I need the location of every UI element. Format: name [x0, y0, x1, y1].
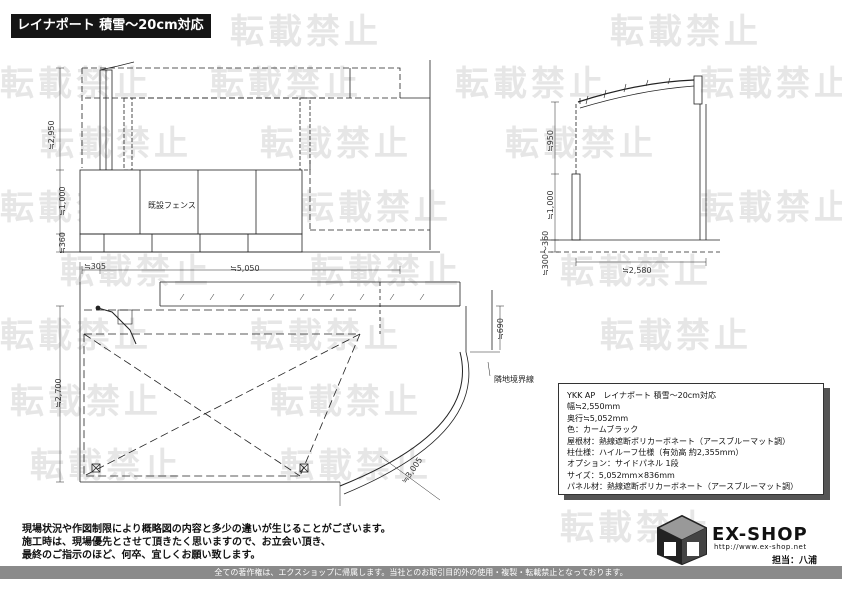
- page-title: レイナポート 積雪～20cm対応: [11, 14, 211, 38]
- spec-line: 屋根材：熱線遮断ポリカーボネート（アースブルーマット調）: [567, 436, 791, 446]
- plan-view: [56, 262, 504, 506]
- notes: 現場状況や作図制限により概略図の内容と多少の違いが生じることがございます。 施工…: [22, 523, 391, 562]
- existing-fence-label: 既設フェンス: [148, 201, 196, 210]
- dim-plan-depth: ≒2,700: [54, 378, 63, 408]
- neighbor-boundary-label: 隣地境界線: [494, 375, 534, 384]
- spec-line: 色：カームブラック: [567, 425, 639, 435]
- copyright-footer: 全ての著作権は、エクスショップに帰属します。当社とのお取引目的外の使用・複製・転…: [0, 566, 842, 579]
- spec-line: パネル材：熱線遮断ポリカーボネート（アースブルーマット調）: [567, 482, 799, 492]
- dim-plan-right-offset: ≒690: [496, 318, 505, 340]
- note-line: 施工時は、現場優先とさせて頂きたく思いますので、お立会い頂き、: [22, 537, 331, 548]
- side-elevation: [540, 75, 720, 266]
- dim-side-lower: ≒300～360: [541, 230, 550, 276]
- dim-fence-height: ≒1,000: [58, 186, 67, 216]
- dim-plan-left-offset: ≒305: [84, 262, 106, 271]
- spec-line: サイズ：5,052mm×836mm: [567, 470, 675, 480]
- ex-shop-logo-icon: [656, 514, 708, 566]
- spec-line: オプション：サイドパネル 1段: [567, 459, 679, 469]
- dim-side-width: ≒2,580: [622, 266, 652, 275]
- spec-line: 奥行≒5,052mm: [567, 413, 629, 423]
- note-line: 現場状況や作図制限により概略図の内容と多少の違いが生じることがございます。: [22, 524, 391, 535]
- dim-side-fence: ≒1,000: [546, 190, 555, 220]
- dim-total-height: ≒2,950: [47, 120, 56, 150]
- logo-url: http://www.ex-shop.net: [714, 543, 807, 551]
- dim-base-height: ≒360: [58, 232, 67, 254]
- staff-label: 担当：八浦: [772, 556, 818, 566]
- spec-line: YKK AP レイナポート 積雪～20cm対応: [567, 391, 716, 400]
- front-elevation: [56, 60, 440, 274]
- dim-side-upper: ≒950: [546, 130, 555, 152]
- logo-name: EX-SHOP: [712, 524, 808, 545]
- spec-box: YKK AP レイナポート 積雪～20cm対応 幅≒2,550mm 奥行≒5,0…: [558, 383, 824, 495]
- spec-line: 幅≒2,550mm: [567, 402, 621, 412]
- note-line: 最終のご指示のほど、何卒、宜しくお願い致します。: [22, 550, 261, 561]
- dim-plan-width: ≒5,050: [230, 264, 260, 273]
- spec-line: 柱仕様：ハイルーフ仕様（有効高 約2,355mm）: [567, 448, 744, 458]
